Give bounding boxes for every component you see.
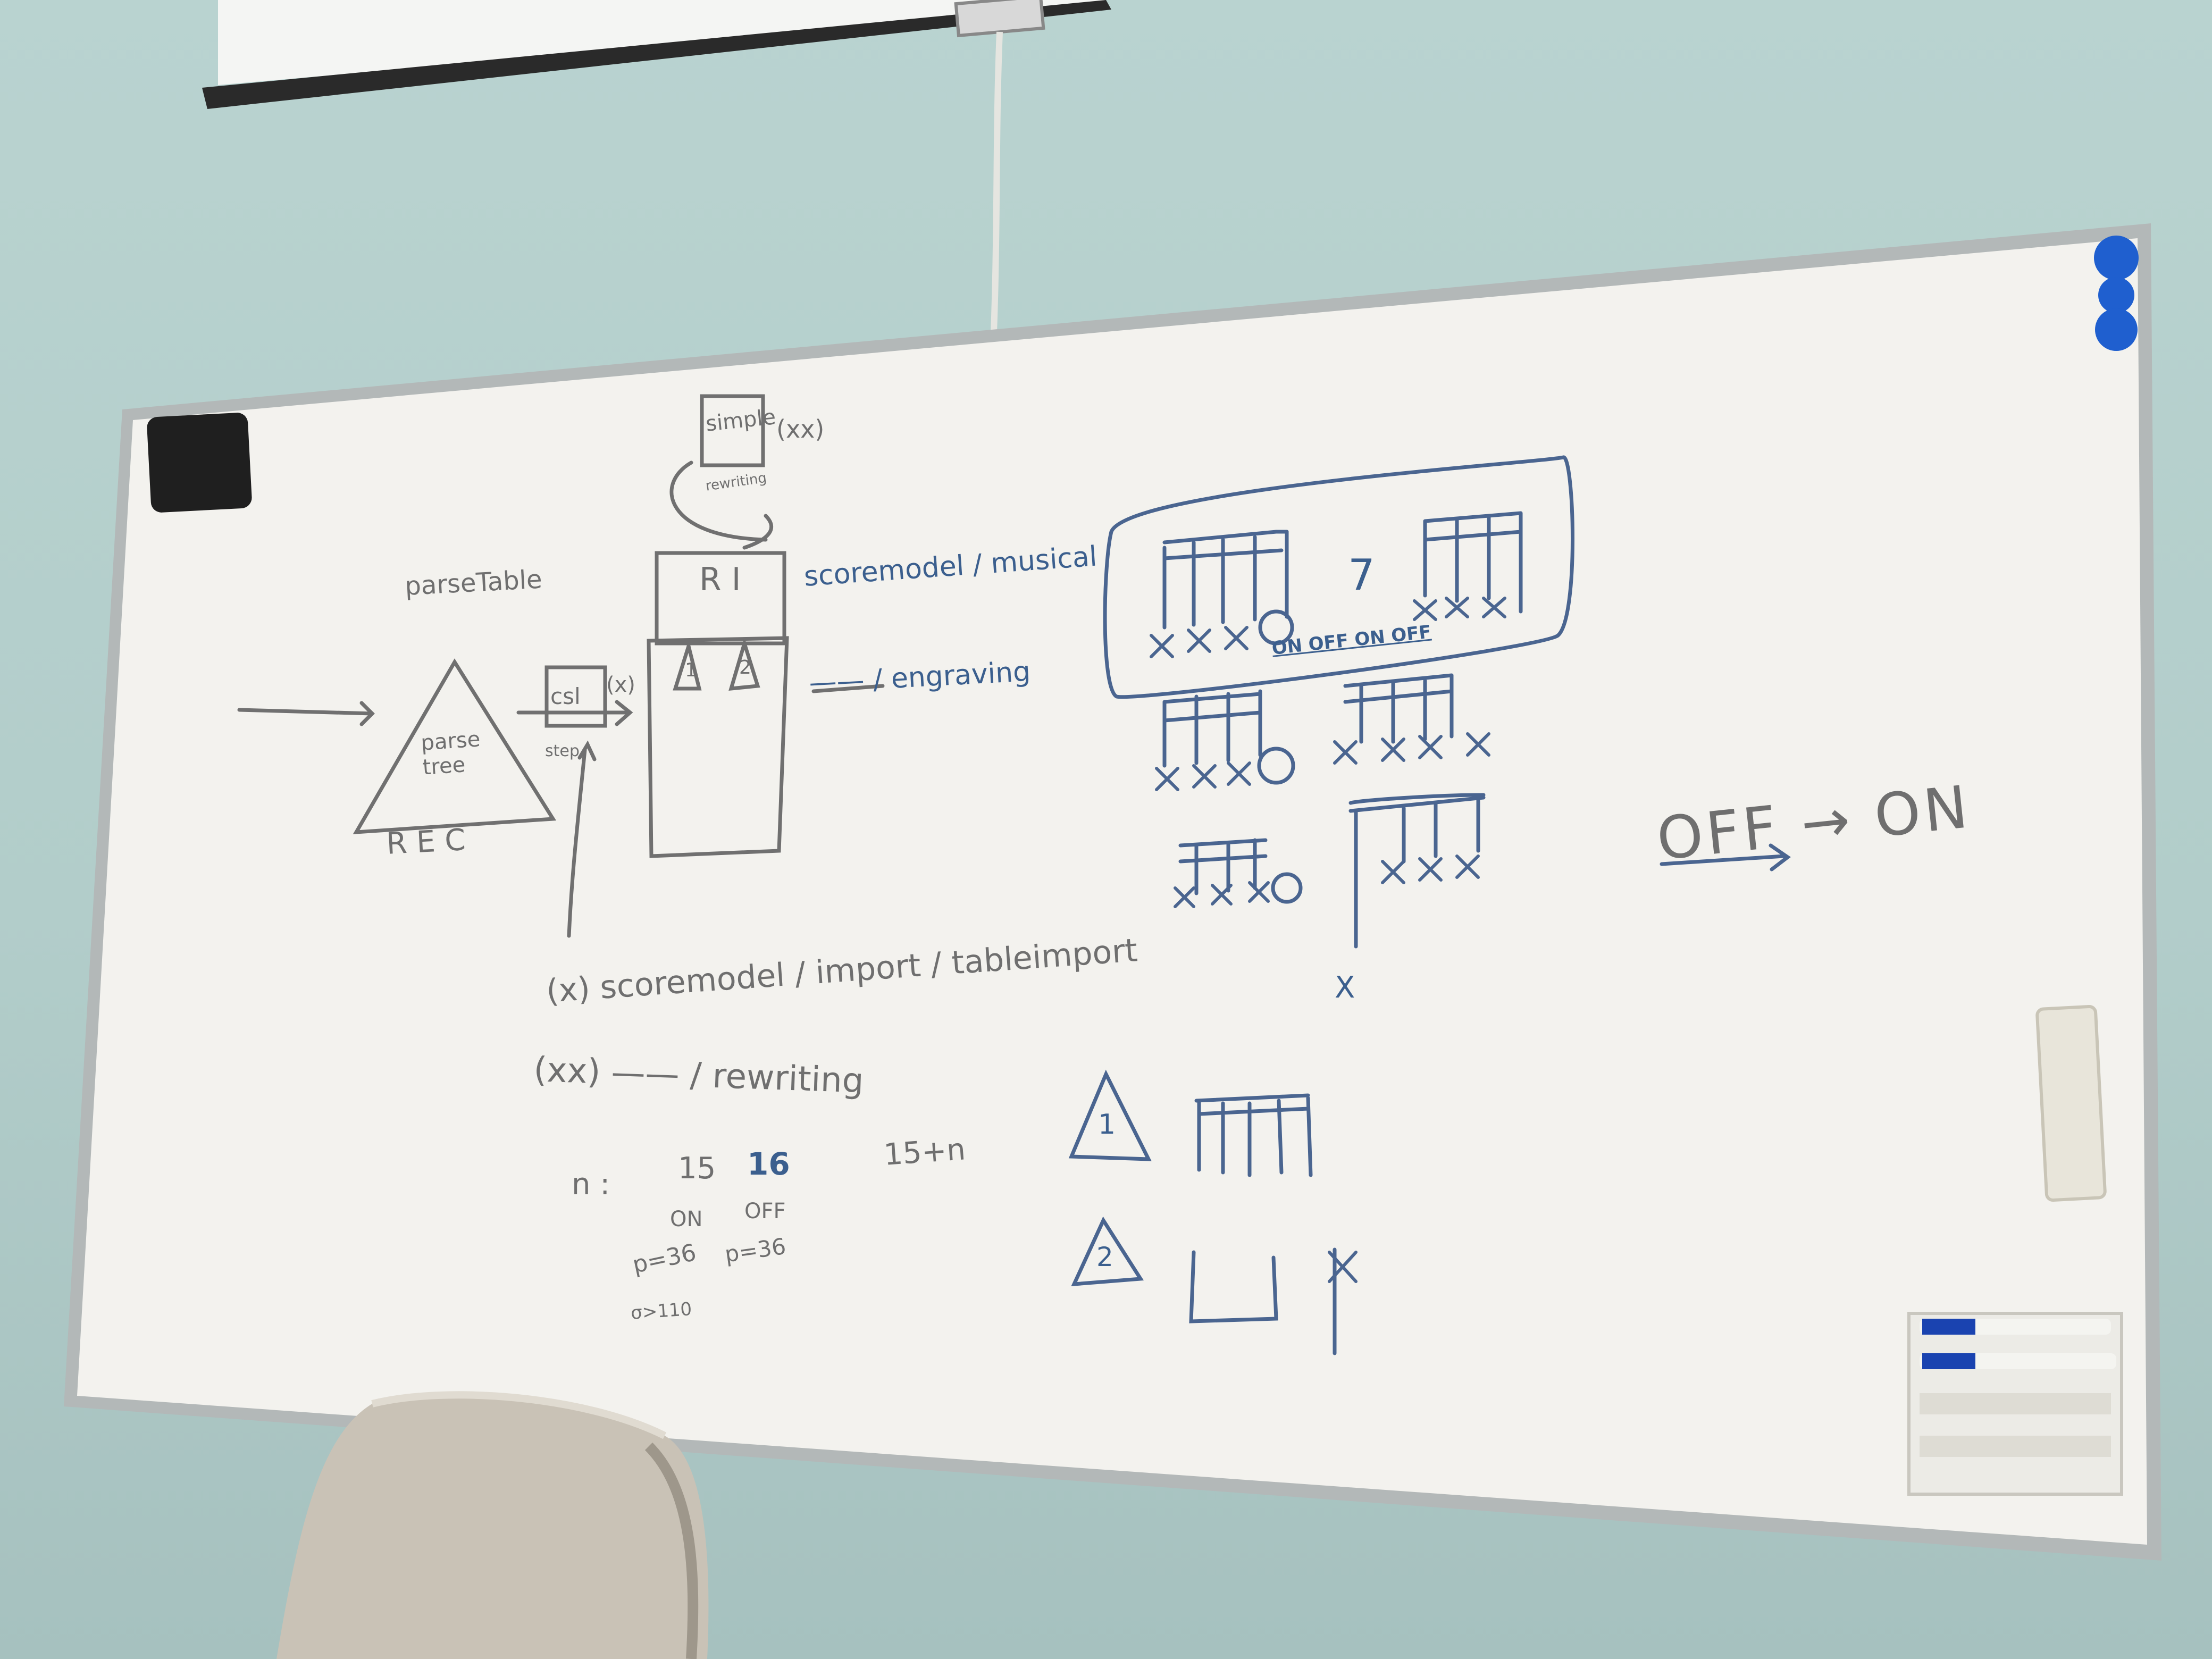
eraser: [147, 413, 252, 513]
star-label: (x): [606, 673, 635, 697]
csl-label: csl: [550, 683, 581, 709]
triangle-two-number: 2: [1096, 1242, 1113, 1272]
n-label: n :: [572, 1167, 610, 1202]
triangle-one-number: 1: [1098, 1109, 1116, 1141]
seven-label: 7: [1348, 550, 1375, 600]
triangle-1-label: 1: [685, 659, 697, 681]
triangle-2-label: 2: [739, 657, 751, 678]
lone-x-label: X: [1335, 970, 1355, 1005]
step-label: step: [545, 742, 580, 760]
off-label: OFF: [744, 1199, 786, 1224]
ri-label: R I: [699, 561, 741, 598]
n15-label: 15: [678, 1151, 716, 1186]
n16-label: 16: [747, 1146, 790, 1182]
magnet: [2094, 236, 2139, 280]
on-label: ON: [670, 1207, 703, 1231]
xx-label: (xx): [776, 415, 825, 443]
